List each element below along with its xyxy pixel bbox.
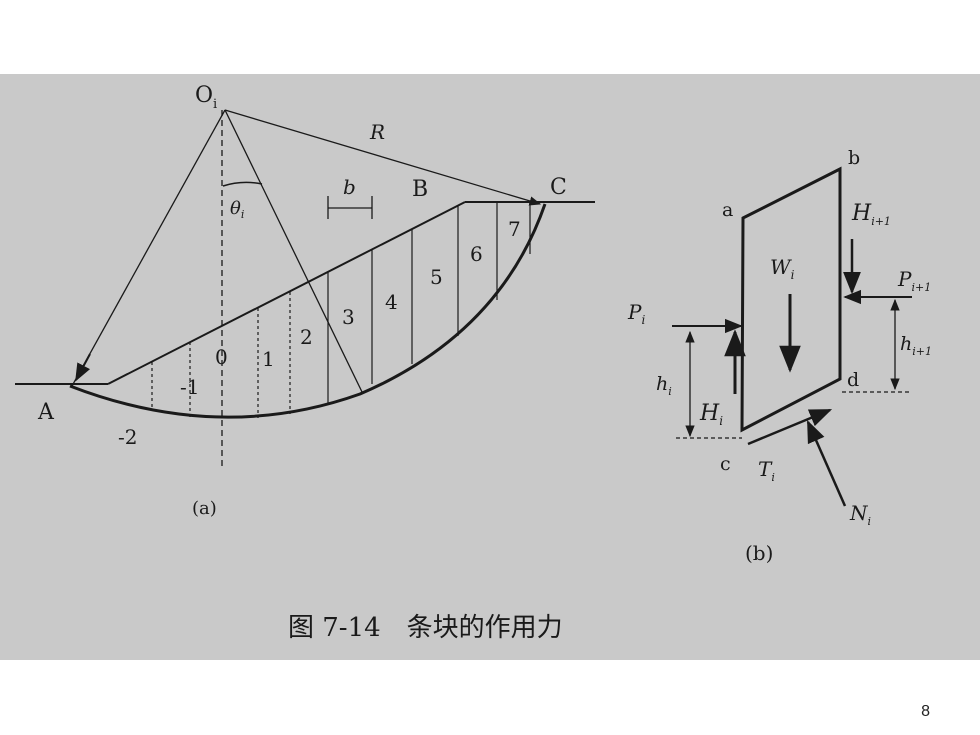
center-label: Oi	[195, 83, 217, 112]
slice-outline	[740, 166, 842, 433]
part-b-label: (b)	[745, 541, 773, 565]
slice-number: 3	[342, 305, 355, 329]
slice-number: 0	[215, 345, 228, 369]
part-a	[15, 109, 595, 469]
t-label: Ti	[758, 457, 775, 484]
slice-number: 4	[385, 290, 398, 314]
part-b	[672, 166, 912, 507]
point-b-label: B	[412, 177, 428, 202]
slice-number: 1	[262, 347, 275, 371]
slice-number: -2	[118, 425, 137, 449]
corner-c-label: c	[720, 453, 731, 475]
point-a-label: A	[37, 400, 55, 425]
n-arrow	[806, 419, 847, 507]
slice-number: 6	[470, 242, 483, 266]
angle-arc	[222, 181, 263, 187]
slope-surface	[107, 201, 466, 385]
slice-number: 2	[300, 325, 313, 349]
slice-number: -1	[180, 375, 199, 399]
radius-line-c	[224, 109, 542, 206]
radius-line-a	[71, 109, 226, 387]
slice-lines	[151, 202, 531, 418]
h-right-dim-label: hi+1	[900, 333, 932, 358]
slice-numbers: -2 -1 0 1 2 3 4 5 6 7	[118, 217, 521, 449]
corner-a-label: a	[722, 199, 733, 221]
slip-arc	[69, 203, 547, 419]
radius-line-slice	[224, 109, 364, 395]
n-label: Ni	[849, 501, 871, 528]
p-right-label: Pi+1	[897, 267, 931, 294]
radius-label: R	[369, 120, 385, 144]
width-label: b	[343, 175, 356, 199]
slice-number: 7	[508, 217, 521, 241]
figure-caption: 图 7-14 条块的作用力	[288, 613, 563, 643]
slice-number: 5	[430, 265, 443, 289]
angle-label: θi	[230, 198, 244, 221]
t-arrow	[747, 408, 833, 446]
arrow-at-a	[75, 353, 91, 382]
corner-d-label: d	[847, 369, 859, 391]
slice-forces-diagram: Oi R θi b A B C -2 -1 0 1 2 3 4 5 6 7 (a…	[15, 83, 932, 643]
h-left-label: Hi	[699, 401, 723, 428]
h-left-dim-label: hi	[656, 373, 672, 398]
figure-panel: Oi R θi b A B C -2 -1 0 1 2 3 4 5 6 7 (a…	[0, 74, 980, 660]
p-left-label: Pi	[627, 300, 645, 327]
page-number: 8	[921, 703, 930, 720]
weight-label: Wi	[770, 255, 795, 282]
part-a-label: (a)	[192, 498, 217, 519]
h-right-label: Hi+1	[851, 201, 891, 228]
point-c-label: C	[550, 175, 567, 200]
corner-b-label: b	[848, 147, 860, 169]
